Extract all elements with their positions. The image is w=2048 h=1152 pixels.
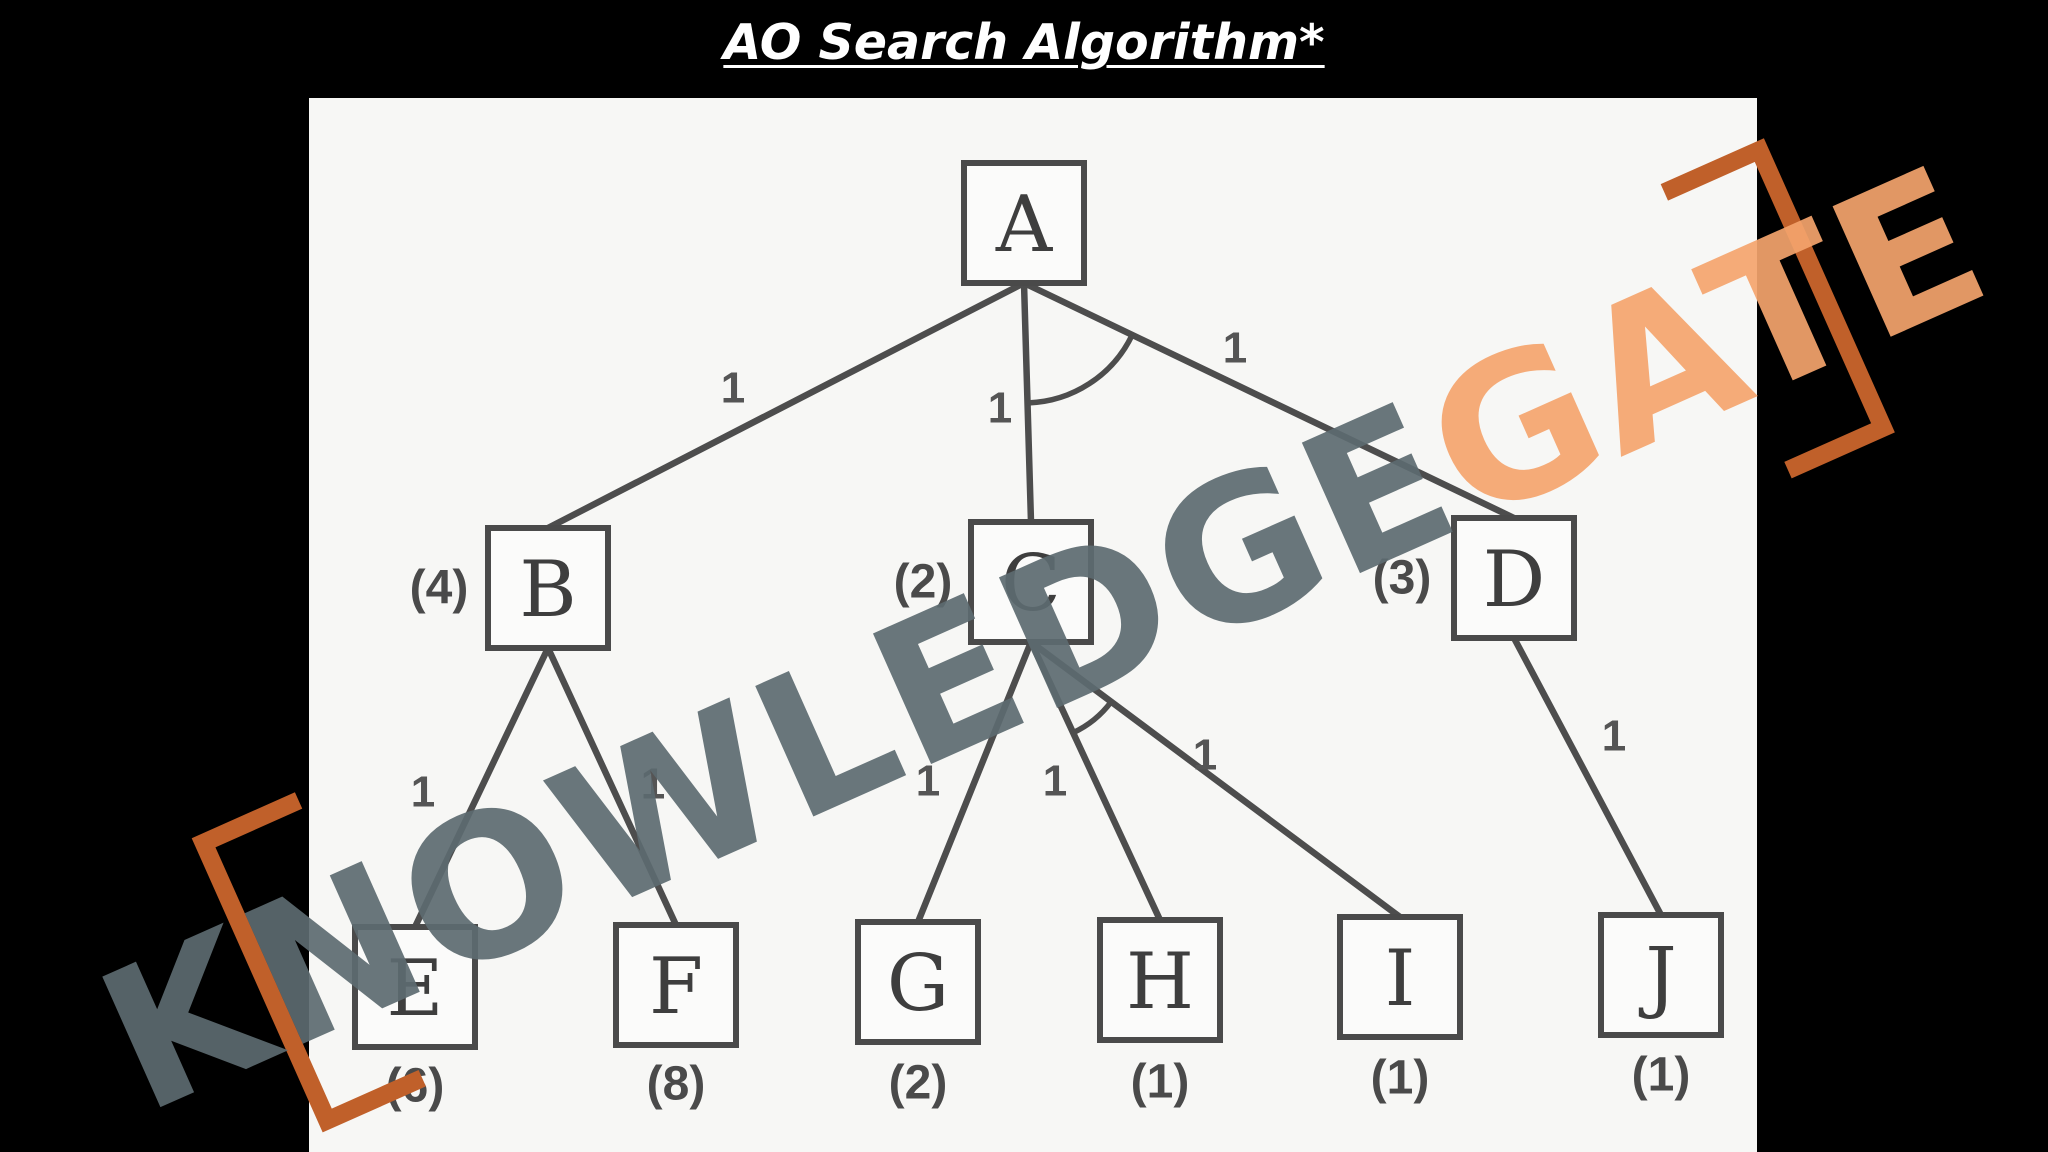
- edge-a-b: [544, 279, 1028, 532]
- edge-c-g: [914, 638, 1035, 926]
- diagram-panel: 1 1 1 1 1 1 1 1 1 A B (4) C (2) D (3) E (6) F (8) G (2) H (1) I (…: [309, 98, 1757, 1152]
- node-cost-d: (3): [1373, 552, 1432, 605]
- node-h: H (1): [1097, 917, 1223, 1109]
- node-box-d: [1451, 515, 1577, 641]
- node-label-f: F: [649, 942, 703, 1032]
- node-label-d: D: [1483, 535, 1546, 625]
- node-box-a: [961, 160, 1087, 286]
- node-cost-j: (1): [1632, 1049, 1691, 1102]
- edge-label-b-f: 1: [641, 760, 665, 809]
- and-or-tree-diagram: 1 1 1 1 1 1 1 1 1 A B (4) C (2) D (3) E (6) F (8) G (2) H (1) I (…: [352, 160, 1724, 1113]
- node-cost-g: (2): [889, 1057, 948, 1110]
- node-cost-c: (2): [894, 556, 953, 609]
- node-b: B (4): [410, 525, 611, 651]
- edge-label-a-c: 1: [988, 384, 1012, 433]
- node-box-c: [968, 519, 1094, 645]
- node-cost-e: (6): [386, 1060, 445, 1113]
- node-label-i: I: [1385, 934, 1416, 1024]
- node-a: A: [961, 160, 1087, 286]
- node-cost-i: (1): [1371, 1052, 1430, 1105]
- node-label-b: B: [519, 545, 576, 635]
- and-arc-a: [1027, 333, 1135, 406]
- edge-a-d: [1020, 279, 1518, 522]
- edge-label-c-g: 1: [916, 757, 940, 806]
- slide-title: AO Search Algorithm*: [723, 14, 1325, 71]
- edge-c-h: [1027, 638, 1164, 924]
- node-label-g: G: [887, 939, 949, 1029]
- edge-d-j: [1510, 634, 1665, 919]
- node-box-b: [485, 525, 611, 651]
- node-i: I (1): [1337, 914, 1463, 1105]
- node-g: G (2): [855, 919, 981, 1110]
- edge-label-c-h: 1: [1043, 757, 1067, 806]
- node-cost-h: (1): [1131, 1056, 1190, 1109]
- node-cost-f: (8): [647, 1058, 706, 1111]
- node-label-a: A: [995, 180, 1054, 270]
- node-c: C (2): [894, 519, 1094, 645]
- node-box-g: [855, 919, 981, 1045]
- edge-c-i: [1027, 638, 1404, 921]
- node-box-j: [1598, 912, 1724, 1038]
- node-d: D (3): [1373, 515, 1577, 641]
- node-box-f: [613, 922, 739, 1048]
- node-box-i: [1337, 914, 1463, 1040]
- edge-label-a-b: 1: [721, 364, 745, 413]
- edge-b-e: [411, 644, 552, 931]
- edge-label-c-i: 1: [1193, 731, 1217, 780]
- and-arc-c: [1071, 700, 1114, 736]
- node-e: E (6): [352, 924, 478, 1113]
- node-box-h: [1097, 917, 1223, 1043]
- node-j: J (1): [1598, 912, 1724, 1102]
- edge-label-d-j: 1: [1602, 712, 1626, 761]
- node-label-e: E: [387, 944, 444, 1034]
- node-label-h: H: [1126, 937, 1194, 1027]
- edge-b-f: [544, 644, 680, 929]
- node-cost-b: (4): [410, 562, 469, 615]
- node-f: F (8): [613, 922, 739, 1111]
- edge-label-a-d: 1: [1223, 324, 1247, 373]
- edge-label-b-e: 1: [411, 768, 435, 817]
- node-label-j: J: [1638, 932, 1676, 1022]
- node-label-c: C: [1001, 539, 1061, 629]
